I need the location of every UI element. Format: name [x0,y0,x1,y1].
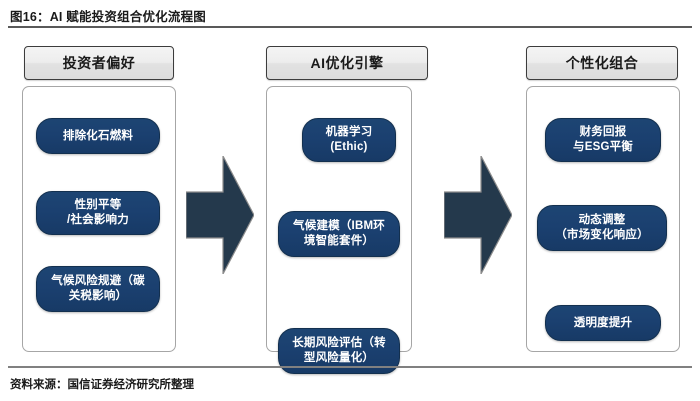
flow-node-line: 气候建模（IBM环 [293,220,385,232]
flow-node-line: 动态调整 [578,214,626,226]
flow-node-line: (Ethic) [330,141,368,153]
flow-node-line: 透明度提升 [573,316,633,329]
arrow-right-icon [444,156,512,274]
flow-node-line: 排除化石燃料 [62,129,134,142]
flow-node-line: 与ESG平衡 [573,141,633,153]
flow-node-line: 长期风险评估（转 [292,337,386,349]
arrow-right-icon [186,156,254,274]
flow-node-line: 财务回报 [579,126,627,138]
column-header-personalized-portfolio[interactable]: 个性化组合 [526,46,678,80]
flow-node[interactable]: 透明度提升 [545,305,661,341]
flow-diagram: 投资者偏好 AI优化引擎 个性化组合 排除化石燃料 性别平等 /社会影响力 气候… [0,34,700,374]
column-header-label: 个性化组合 [565,55,639,71]
flow-node[interactable]: 气候风险规避（碳 关税影响） [36,266,160,312]
flow-node-line: 气候风险规避（碳 [51,275,145,287]
column-header-investor-preferences[interactable]: 投资者偏好 [24,46,174,80]
flow-node[interactable]: 财务回报 与ESG平衡 [545,118,661,162]
flow-node[interactable]: 机器学习 (Ethic) [302,118,396,162]
column-header-label: 投资者偏好 [62,55,136,71]
title-divider [8,26,692,28]
source-note: 资料来源：国信证券经济研究所整理 [10,379,194,391]
flow-node[interactable]: 性别平等 /社会影响力 [36,191,160,235]
flow-node[interactable]: 气候建模（IBM环 境智能套件） [278,211,400,257]
footer-divider [8,366,692,368]
flow-node-line: 关税影响） [68,290,128,302]
column-header-label: AI优化引擎 [310,55,384,71]
figure-title: 图16：AI 赋能投资组合优化流程图 [10,10,206,24]
flow-node-line: （市场变化响应） [555,229,649,241]
flow-node-line: 型风险量化） [303,352,375,364]
column-header-ai-engine[interactable]: AI优化引擎 [266,46,428,80]
flow-node-line: 性别平等 [74,199,122,211]
flow-node-line: 机器学习 [325,126,373,138]
flow-node-line: /社会影响力 [67,214,129,226]
flow-node[interactable]: 排除化石燃料 [36,118,160,154]
flow-node-line: 境智能套件） [303,235,375,247]
flow-node[interactable]: 动态调整 （市场变化响应） [537,205,667,251]
